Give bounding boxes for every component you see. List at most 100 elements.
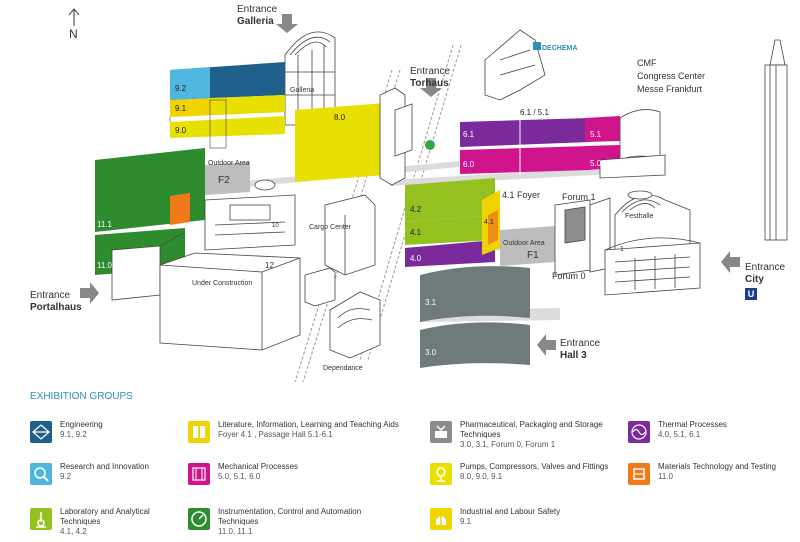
dependance xyxy=(329,291,381,359)
hall-6-1-5-1-label: 6.1 / 5.1 xyxy=(520,108,549,117)
hall-9-2-label: 9.2 xyxy=(175,84,187,93)
cmf-label-2: Congress Center xyxy=(637,71,706,81)
entrance-portalhaus-name: Portalhaus xyxy=(30,302,82,313)
forum1-label: Forum 1 xyxy=(562,192,596,202)
hall-4-2-label: 4.2 xyxy=(410,205,422,214)
hall-10-label: 10 xyxy=(272,223,279,229)
entrance-arrows xyxy=(80,14,740,356)
arrow-city-icon xyxy=(721,251,740,273)
entrance-city-name: City xyxy=(745,274,764,285)
legend-halls: 11.0, 11.1 xyxy=(218,527,253,536)
legend-name: Research and Innovation xyxy=(60,462,149,471)
hall-5-1 xyxy=(585,116,620,142)
foyer-label: 4.1 Foyer xyxy=(502,190,541,200)
legend-name: Thermal Processes xyxy=(658,420,727,429)
legend-halls: 9.1 xyxy=(460,517,472,526)
hall-9-0 xyxy=(170,116,285,138)
safety-icon xyxy=(430,508,452,530)
entrance-hall-3[interactable]: Entrance Hall 3 xyxy=(560,338,600,362)
legend-title: EXHIBITION GROUPS xyxy=(30,391,133,402)
messeturm-tower xyxy=(764,39,788,241)
outdoor-f2-label: Outdoor Area xyxy=(208,160,250,167)
cmf-congress-center xyxy=(599,109,666,179)
hall-5-1-label: 5.1 xyxy=(590,130,602,139)
legend-halls: 4.0, 5.1, 6.1 xyxy=(658,430,701,439)
hall-10 xyxy=(204,179,296,251)
torhaus-building xyxy=(379,87,413,186)
galleria-label: Galleria xyxy=(290,87,315,94)
dependance-label: Dependance xyxy=(323,365,363,372)
outdoor-f1-label: Outdoor Area xyxy=(503,240,545,247)
hall-3-0 xyxy=(420,322,530,368)
research-icon xyxy=(30,463,52,485)
hall-8-0-label: 8.0 xyxy=(334,113,346,122)
festhalle-label: Festhalle xyxy=(625,213,654,220)
hall-12-label: 12 xyxy=(265,261,274,270)
hall-6-0 xyxy=(460,146,590,174)
hall-11-1-label: 11.1 xyxy=(97,220,112,229)
north-label: N xyxy=(69,27,78,41)
legend-name: Instrumentation, Control and Automation … xyxy=(218,507,362,526)
engineering-icon xyxy=(30,421,52,443)
cargo-center xyxy=(304,194,376,307)
legend-name: Pharmaceutical, Packaging and Storage Te… xyxy=(460,420,603,439)
laboratory-icon xyxy=(30,508,52,530)
entrance-torhaus[interactable]: Entrance Torhaus xyxy=(410,66,450,90)
hall-3-0-label: 3.0 xyxy=(425,348,437,357)
arrow-hall3-icon xyxy=(537,334,556,356)
north-arrow-icon xyxy=(68,8,80,26)
legend-halls: 5.0, 5.1, 6.0 xyxy=(218,472,261,481)
hall-9-2-research xyxy=(170,67,210,100)
entrance-hall3-word: Entrance xyxy=(560,338,601,349)
hall-8-0 xyxy=(295,103,385,182)
hall-1 xyxy=(604,237,701,296)
legend-halls: 11.0 xyxy=(658,472,673,481)
exhibition-map xyxy=(68,8,788,383)
entrance-galleria[interactable]: Entrance Galleria xyxy=(237,4,277,28)
gauge-icon xyxy=(188,508,210,530)
hall-3-1 xyxy=(420,266,530,322)
hall-5-0-label: 5.0 xyxy=(590,159,602,168)
materials-icon xyxy=(628,463,650,485)
dechema-building xyxy=(484,29,546,101)
legend-halls: 8.0, 9.0, 9.1 xyxy=(460,472,503,481)
forum0-label: Forum 0 xyxy=(552,271,586,281)
f1-label: F1 xyxy=(527,250,539,261)
legend-name: Laboratory and Analytical Techniques xyxy=(60,507,150,526)
hall-4-1b-label: 4.1 xyxy=(484,219,494,226)
railway-track xyxy=(294,44,462,383)
hall-4-2 xyxy=(405,178,495,222)
hall-4-1-label: 4.1 xyxy=(410,228,422,237)
u-bahn-badge: U xyxy=(745,288,757,300)
arrow-portalhaus-icon xyxy=(80,282,99,304)
cmf-label-1: CMF xyxy=(637,58,657,68)
arrow-torhaus-icon xyxy=(420,78,442,97)
entrance-torhaus-word: Entrance xyxy=(410,66,451,77)
entrance-galleria-word: Entrance xyxy=(237,4,278,15)
packaging-icon xyxy=(430,421,452,443)
hall-4-0 xyxy=(405,240,495,267)
legend-halls: 9.1, 9.2 xyxy=(60,430,87,439)
arrow-galleria-icon xyxy=(276,14,298,33)
station-icon xyxy=(425,140,435,150)
outdoor-area-f1 xyxy=(500,226,555,266)
legend-name: Mechanical Processes xyxy=(218,462,299,471)
hall-4-1 xyxy=(405,215,495,245)
entrance-torhaus-name: Torhaus xyxy=(410,78,449,89)
cargo-label: Cargo Center xyxy=(309,224,352,231)
legend-name: Literature, Information, Learning and Te… xyxy=(218,420,399,429)
hall-11 xyxy=(95,148,205,301)
f2-label: F2 xyxy=(218,175,230,186)
hall-9-0-label: 9.0 xyxy=(175,126,187,135)
legend-name: Engineering xyxy=(60,420,103,429)
hall-9-stack xyxy=(169,62,285,149)
forum-buildings xyxy=(554,197,611,276)
legend-halls: 4.1, 4.2 xyxy=(60,527,87,536)
legend-halls: Foyer 4.1 , Passage Hall 5.1-6.1 xyxy=(218,430,333,439)
hall-6-1 xyxy=(460,118,590,147)
entrance-portalhaus[interactable]: Entrance Portalhaus xyxy=(30,290,82,314)
legend-name: Industrial and Labour Safety xyxy=(460,507,561,516)
hall-9-1-label: 9.1 xyxy=(175,104,187,113)
hall-4-stack xyxy=(405,178,500,267)
entrance-city[interactable]: Entrance City xyxy=(745,262,785,286)
